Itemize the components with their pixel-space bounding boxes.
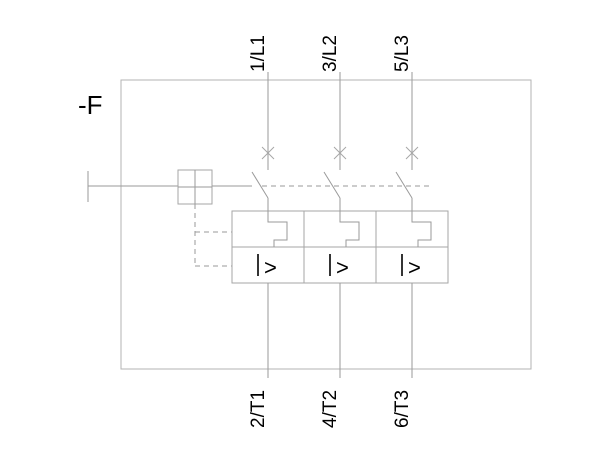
line-terminal-label-3: 5/L3 <box>392 35 413 72</box>
manual-actuator <box>87 169 252 205</box>
trip-symbol-3: > <box>408 255 421 280</box>
switch-contact-2 <box>323 171 341 199</box>
load-terminal-label-2: 4/T2 <box>320 390 341 428</box>
line-terminal-label-1: 1/L1 <box>248 35 269 72</box>
pole-3 <box>395 72 432 378</box>
load-terminal-label-1: 2/T1 <box>248 390 269 428</box>
magnetic-release-3: > <box>401 254 421 280</box>
trip-symbol-2: > <box>336 255 349 280</box>
thermal-release-2 <box>339 215 360 247</box>
magnetic-release-1: > <box>257 254 277 280</box>
trip-symbol-1: > <box>264 255 277 280</box>
load-terminal-label-3: 6/T3 <box>392 390 413 428</box>
thermal-release-1 <box>267 215 288 247</box>
pole-1 <box>251 72 288 378</box>
device-designation: -F <box>78 90 103 120</box>
pole-2 <box>323 72 360 378</box>
switch-contact-3 <box>395 171 413 199</box>
magnetic-release-2: > <box>329 254 349 280</box>
thermal-release-3 <box>411 215 432 247</box>
line-terminal-label-2: 3/L2 <box>320 35 341 72</box>
release-linkage <box>194 204 232 267</box>
device-enclosure <box>120 79 532 370</box>
switch-contact-1 <box>251 171 269 199</box>
